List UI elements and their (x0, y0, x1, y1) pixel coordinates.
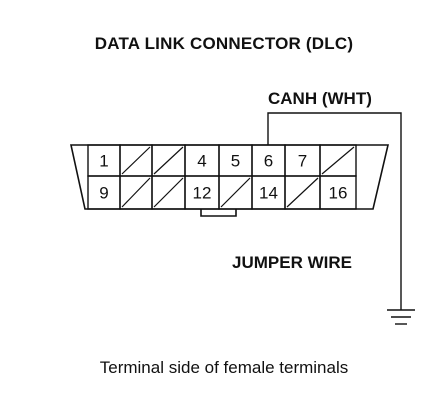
terminal-number-4: 4 (197, 152, 206, 171)
canh-wire (267, 112, 402, 310)
terminal-number-14: 14 (259, 184, 278, 203)
unused-terminal-slash (121, 146, 151, 175)
unused-terminal-slash (153, 146, 184, 175)
terminal-number-7: 7 (298, 152, 307, 171)
terminal-number-6: 6 (264, 152, 273, 171)
diagram-title: DATA LINK CONNECTOR (DLC) (94, 34, 354, 53)
terminal-cell-bottom-8 (319, 175, 357, 210)
unused-terminal-slash (321, 146, 355, 175)
unused-terminal-slash (286, 177, 319, 208)
ground-icon (387, 309, 415, 325)
unused-terminal-slash (121, 177, 151, 208)
unused-terminal-slash (220, 177, 251, 208)
terminal-number-9: 9 (99, 184, 108, 203)
terminal-number-12: 12 (193, 184, 212, 203)
canh-wire-label: CANH (WHT) (268, 89, 372, 108)
terminal-number-1: 1 (99, 152, 108, 171)
terminal-number-5: 5 (231, 152, 240, 171)
unused-terminal-slash (153, 177, 184, 208)
terminal-number-16: 16 (329, 184, 348, 203)
diagram-caption: Terminal side of female terminals (99, 358, 349, 377)
connector-lock-tab (200, 209, 237, 217)
jumper-wire-label: JUMPER WIRE (232, 253, 352, 272)
